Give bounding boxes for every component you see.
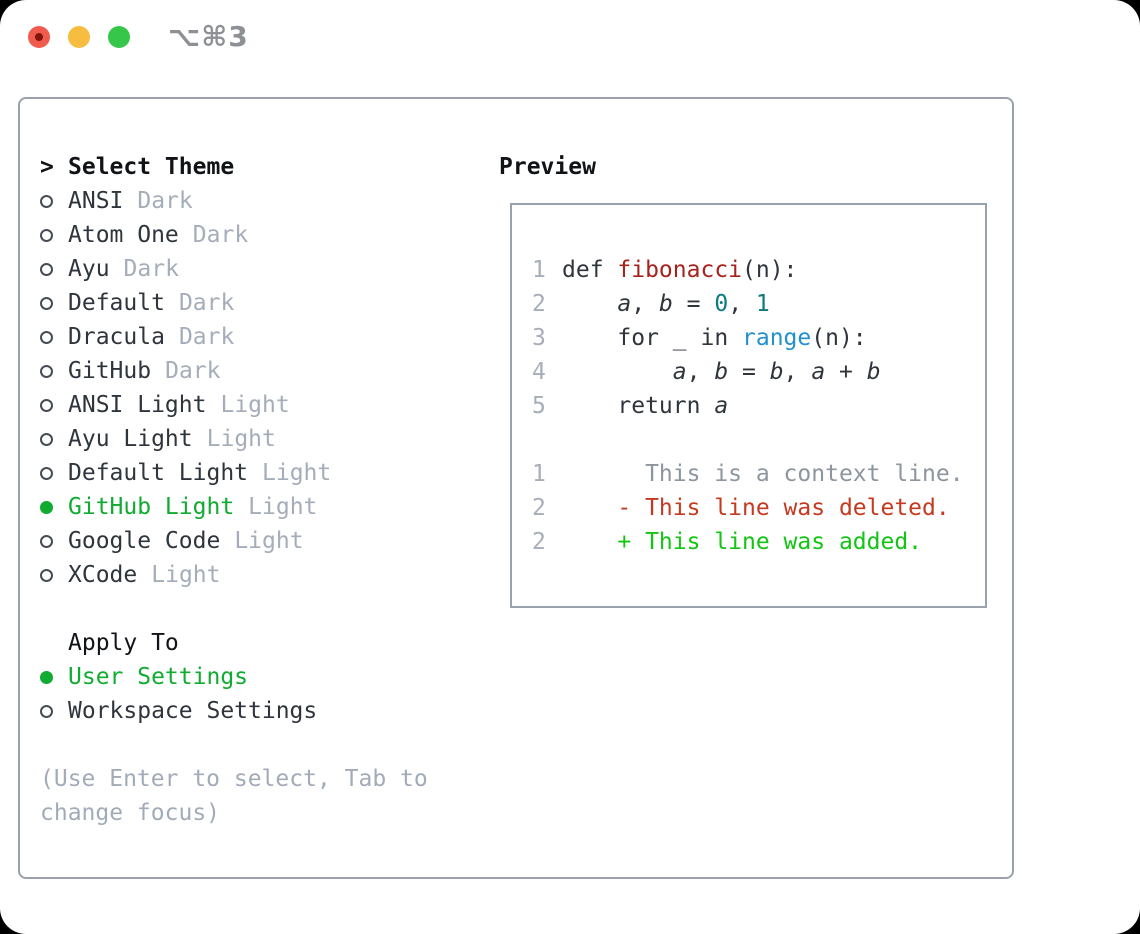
select-theme-title: Select Theme (68, 154, 235, 180)
code-line: 2 a, b = 0, 1 (532, 287, 964, 321)
radio-icon (40, 432, 53, 446)
zoom-button[interactable] (108, 26, 130, 48)
apply-to-user-settings[interactable]: User Settings (40, 660, 428, 694)
theme-item-ansi-light[interactable]: ANSI Light Light (40, 388, 428, 422)
line-number: 2 (532, 495, 546, 521)
theme-item-github-light[interactable]: GitHub Light Light (40, 490, 428, 524)
line-number: 2 (532, 291, 546, 317)
radio-icon (40, 364, 53, 378)
code-line: 5 return a (532, 389, 964, 423)
preview-title: Preview (499, 154, 596, 180)
code-line: 1 def fibonacci(n): (532, 253, 964, 287)
radio-icon (40, 296, 53, 310)
window-title: ⌥⌘3 (168, 20, 249, 53)
code-line: 3 for _ in range(n): (532, 321, 964, 355)
minimize-button[interactable] (68, 26, 90, 48)
theme-item-default-light[interactable]: Default Light Light (40, 456, 428, 490)
variant-badge: Dark (137, 188, 193, 214)
line-number: 2 (532, 529, 546, 555)
theme-item-atom-one-dark[interactable]: Atom One Dark (40, 218, 428, 252)
radio-icon (40, 398, 53, 412)
select-theme-header: > Select Theme (40, 150, 428, 184)
radio-icon (40, 262, 53, 276)
apply-to-title: Apply To (68, 630, 179, 656)
variant-badge: Light (220, 392, 290, 418)
theme-list-column: > Select Theme ANSI Dark Atom One Dark A… (40, 150, 428, 830)
code-line: 4 a, b = b, a + b (532, 355, 964, 389)
radio-icon (40, 330, 53, 344)
code-text: return a (562, 393, 729, 419)
preview-code: 1 def fibonacci(n): 2 a, b = 0, 1 3 for _… (532, 253, 964, 559)
variant-badge: Light (262, 460, 332, 486)
variant-badge: Light (206, 426, 276, 452)
close-button[interactable] (28, 26, 50, 48)
code-text: a, b = b, a + b (672, 359, 881, 385)
radio-icon (40, 568, 53, 582)
theme-item-dracula-dark[interactable]: Dracula Dark (40, 320, 428, 354)
diff-text: + This line was added. (562, 529, 923, 555)
blank-line (532, 423, 964, 457)
prompt-icon: > (40, 154, 54, 180)
variant-badge: Light (151, 562, 221, 588)
keyboard-hint-line-1: (Use Enter to select, Tab to (40, 766, 428, 792)
radio-icon (40, 466, 53, 480)
diff-deleted-line: 2 - This line was deleted. (532, 491, 964, 525)
radio-selected-icon (40, 500, 53, 514)
theme-picker-panel: > Select Theme ANSI Dark Atom One Dark A… (18, 97, 1014, 879)
theme-item-github-dark[interactable]: GitHub Dark (40, 354, 428, 388)
diff-text: - This line was deleted. (562, 495, 950, 521)
radio-icon (40, 534, 53, 548)
spacer (40, 592, 428, 626)
code-text: for _ in range(n): (562, 325, 867, 351)
line-number: 1 (532, 257, 546, 283)
variant-badge: Dark (165, 358, 221, 384)
theme-item-ayu-dark[interactable]: Ayu Dark (40, 252, 428, 286)
theme-item-ayu-light[interactable]: Ayu Light Light (40, 422, 428, 456)
line-number: 1 (532, 461, 546, 487)
keyboard-hint-line-2: change focus) (40, 800, 221, 826)
theme-item-google-code-light[interactable]: Google Code Light (40, 524, 428, 558)
code-text: def fibonacci(n): (562, 257, 798, 283)
apply-to-header: Apply To (40, 626, 428, 660)
line-number: 3 (532, 325, 546, 351)
apply-to-workspace-settings[interactable]: Workspace Settings (40, 694, 428, 728)
preview-box: 1 def fibonacci(n): 2 a, b = 0, 1 3 for _… (510, 203, 987, 608)
diff-context-line: 1 This is a context line. (532, 457, 964, 491)
diff-added-line: 2 + This line was added. (532, 525, 964, 559)
theme-item-default-dark[interactable]: Default Dark (40, 286, 428, 320)
theme-item-ansi-dark[interactable]: ANSI Dark (40, 184, 428, 218)
variant-badge: Light (248, 494, 318, 520)
line-number: 4 (532, 359, 546, 385)
radio-icon (40, 704, 53, 718)
variant-badge: Dark (192, 222, 249, 248)
variant-badge: Dark (123, 256, 179, 282)
radio-icon (40, 194, 53, 208)
variant-badge: Dark (178, 324, 235, 350)
close-indicator-dot (35, 33, 43, 41)
line-number: 5 (532, 393, 546, 419)
radio-icon (40, 228, 53, 242)
diff-text: This is a context line. (562, 461, 964, 487)
variant-badge: Light (234, 528, 304, 554)
variant-badge: Dark (178, 290, 235, 316)
theme-item-xcode-light[interactable]: XCode Light (40, 558, 428, 592)
radio-selected-icon (40, 670, 53, 684)
code-text: a, b = 0, 1 (617, 291, 770, 317)
spacer (40, 728, 428, 762)
